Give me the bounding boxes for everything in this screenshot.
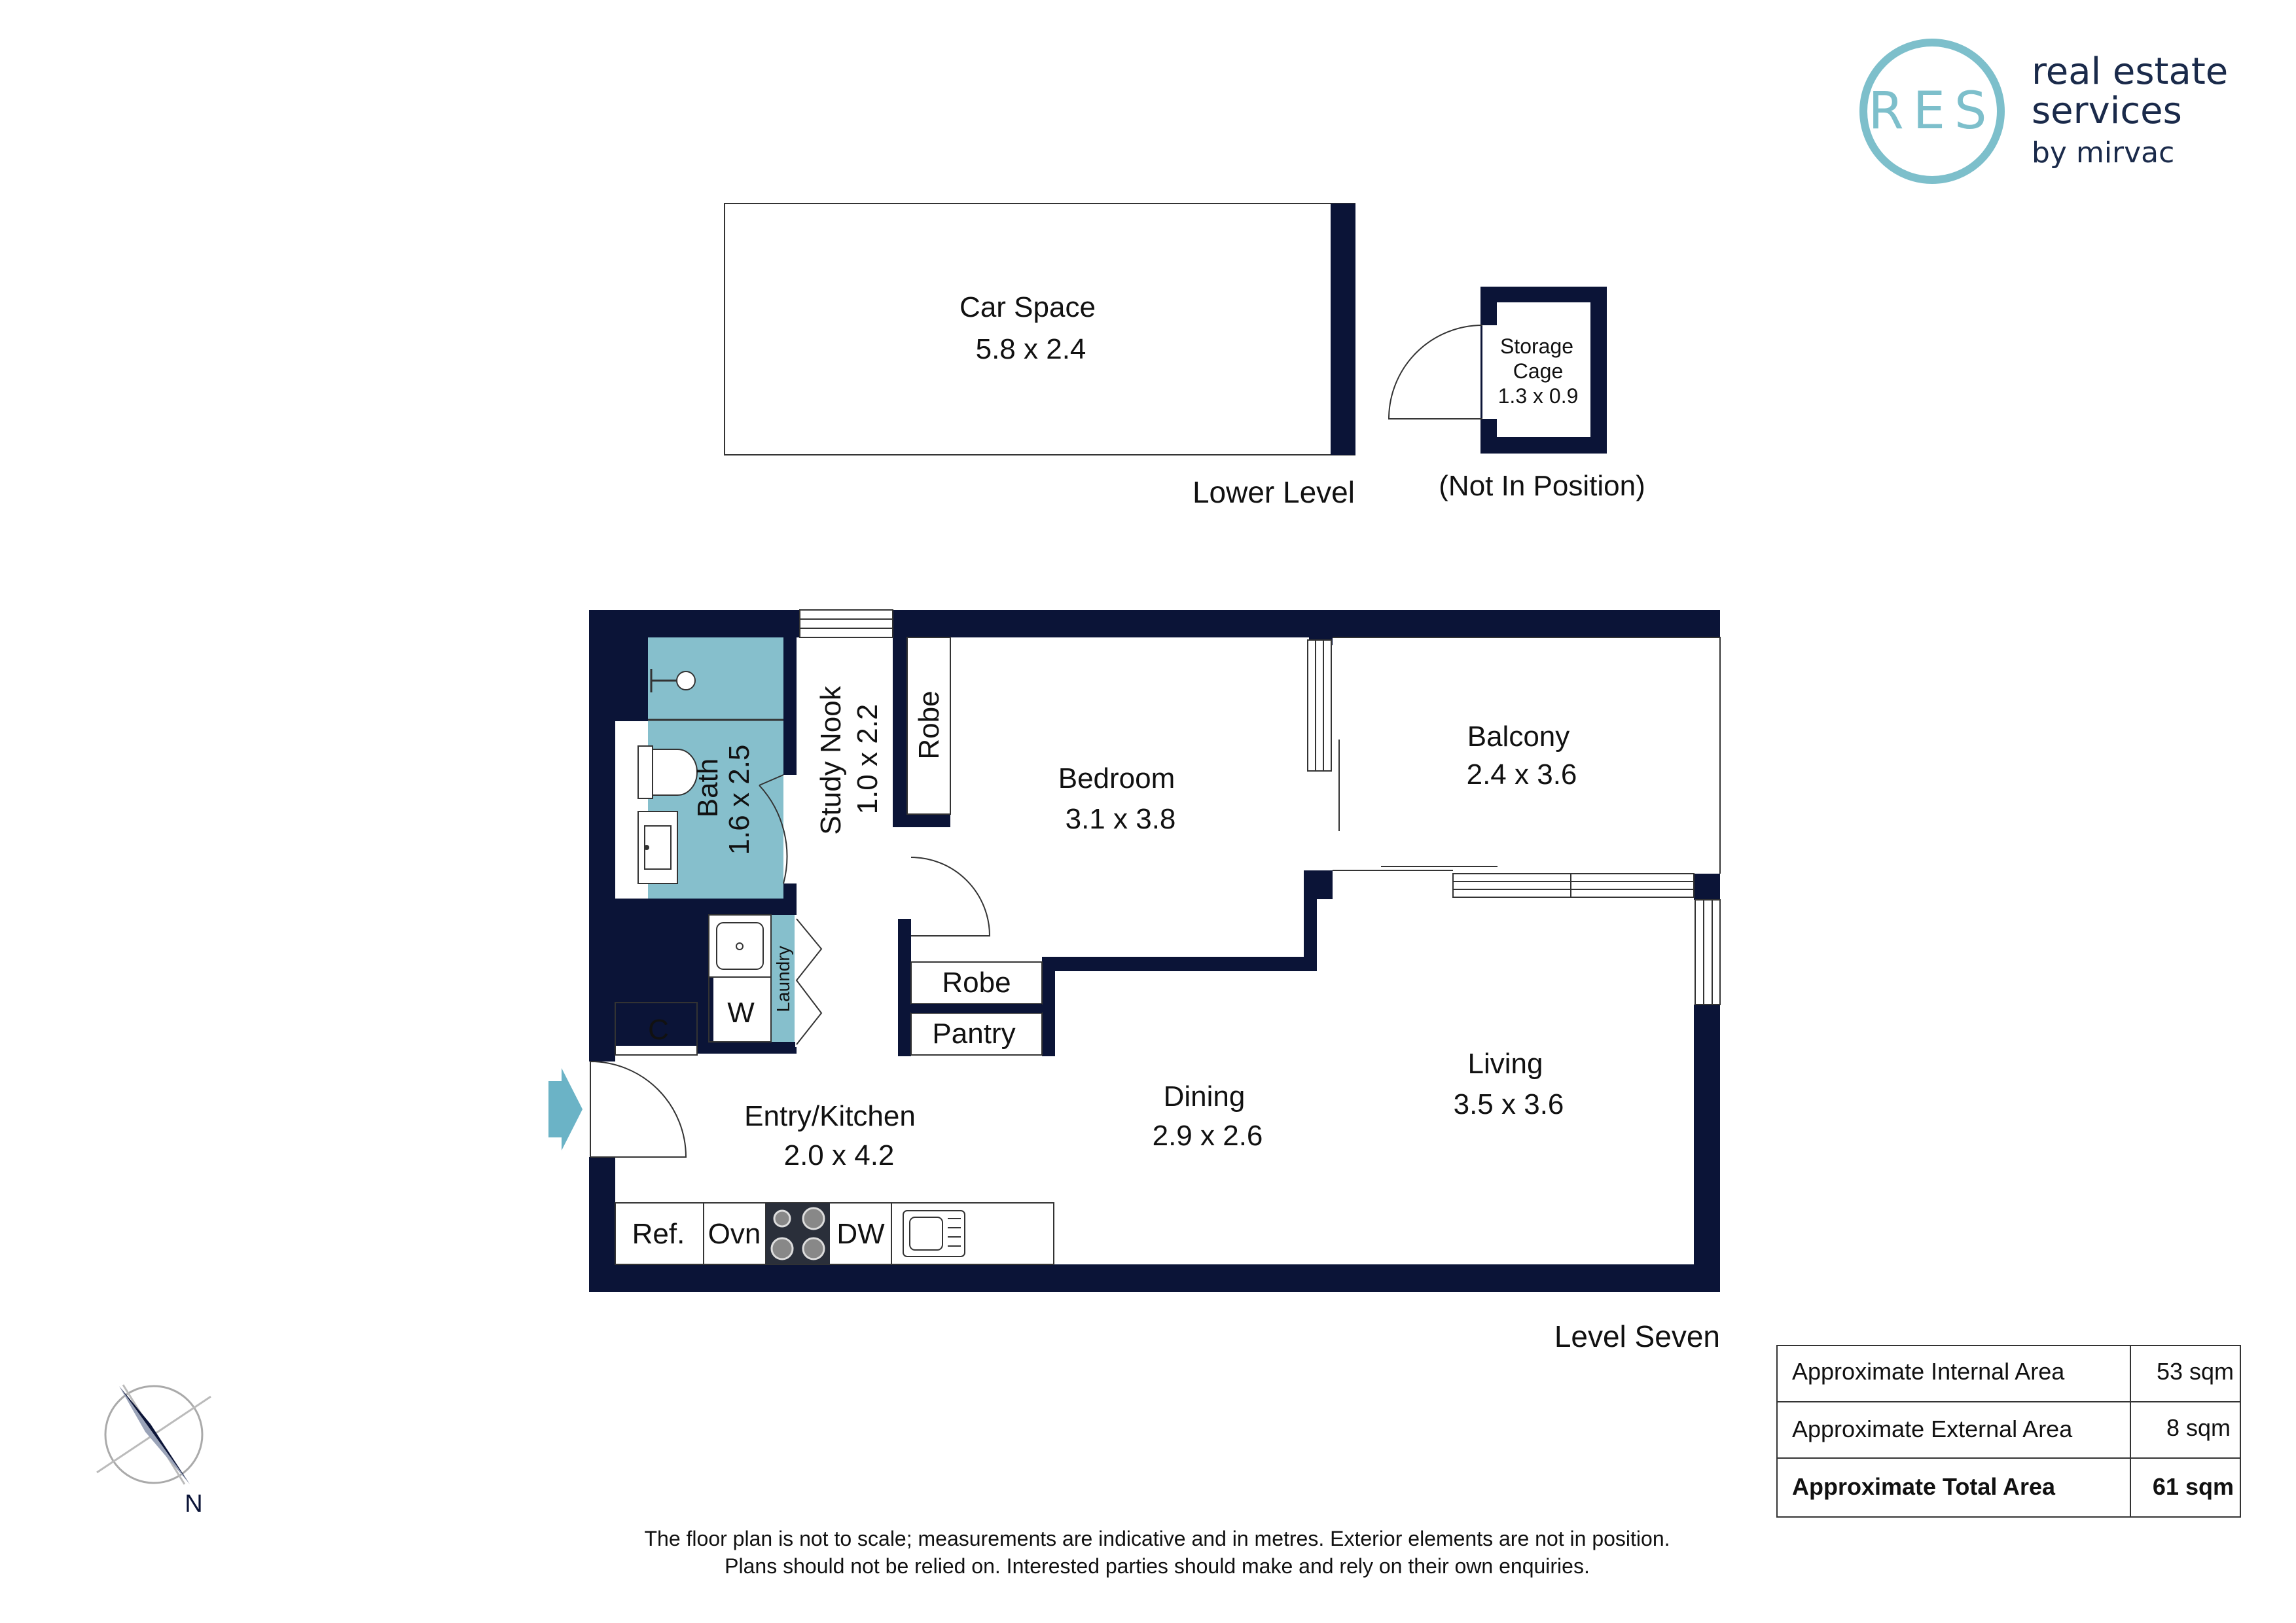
living-window <box>1695 899 1721 1005</box>
dining-name: Dining <box>1164 1080 1246 1113</box>
bath-door-swing <box>759 774 788 884</box>
dining-dims: 2.9 x 2.6 <box>1153 1120 1263 1152</box>
kitchen-bench <box>615 1202 1054 1265</box>
entry-door-swing <box>590 1061 687 1158</box>
compass-north-label: N <box>185 1490 202 1518</box>
disclaimer-line-1: The floor plan is not to scale; measurem… <box>645 1527 1670 1550</box>
car-space-dims: 5.8 x 2.4 <box>976 333 1086 365</box>
laundry-wet-area <box>771 915 795 1043</box>
lower-level: Car Space 5.8 x 2.4 Storage Cage 1.3 x 0… <box>724 203 1645 509</box>
living-dims: 3.5 x 3.6 <box>1454 1088 1564 1120</box>
balcony-dims: 2.4 x 3.6 <box>1467 758 1577 791</box>
storage-position-note: (Not In Position) <box>1439 470 1645 502</box>
laundry-tub-icon <box>708 914 772 978</box>
pantry-label: Pantry <box>932 1018 1015 1050</box>
bedroom-door-swing <box>910 857 991 936</box>
washer-label: W <box>727 997 755 1029</box>
bath-fixtures <box>637 669 783 884</box>
car-space-wall <box>1331 204 1355 455</box>
area-external-value: 8 sqm <box>2166 1414 2231 1441</box>
storage-cage-wall <box>1480 287 1607 454</box>
bedroom-dims: 3.1 x 3.8 <box>1066 803 1176 835</box>
robe-mid-label: Robe <box>942 967 1011 999</box>
logo-line-3: by mirvac <box>2032 136 2174 169</box>
dishwasher-label: DW <box>836 1218 885 1250</box>
washer-box <box>708 976 772 1043</box>
toilet-icon <box>637 745 653 799</box>
robe-top-label: Robe <box>913 690 945 759</box>
storage-door-swing <box>1388 325 1483 419</box>
area-internal-label: Approximate Internal Area <box>1792 1358 2065 1385</box>
area-external-label: Approximate External Area <box>1792 1416 2073 1442</box>
laundry-bifold-doors <box>795 918 823 1045</box>
logo-line-1: real estate <box>2032 50 2228 93</box>
storage-name-line-2: Cage <box>1513 359 1564 383</box>
entry-kitchen-dims: 2.0 x 4.2 <box>784 1139 895 1171</box>
bath-name: Bath <box>692 758 724 818</box>
laundry-label: Laundry <box>773 946 793 1012</box>
compass: N <box>96 1384 211 1518</box>
fridge-label: Ref. <box>632 1218 685 1250</box>
car-space-outline <box>724 203 1355 455</box>
level-seven-label: Level Seven <box>1554 1319 1720 1353</box>
study-dims: 1.0 x 2.2 <box>852 704 884 815</box>
balcony-outline <box>1333 637 1721 874</box>
area-total-value: 61 sqm <box>2153 1473 2234 1500</box>
cupboard-box <box>615 1002 698 1056</box>
entry-arrow-icon <box>548 1068 583 1150</box>
area-table: Approximate Internal Area 53 sqm Approxi… <box>1776 1345 2241 1518</box>
compass-ring <box>104 1385 204 1484</box>
area-total-label: Approximate Total Area <box>1792 1473 2056 1500</box>
balcony-door-bedroom <box>1307 639 1332 772</box>
area-internal-value: 53 sqm <box>2157 1358 2234 1385</box>
robe-top-cupboard <box>906 637 951 815</box>
lower-level-label: Lower Level <box>1193 475 1355 509</box>
living-name: Living <box>1468 1048 1543 1080</box>
res-logo: RES real estate services by mirvac <box>1859 39 2228 184</box>
logo-ring <box>1859 39 2005 184</box>
balcony-name: Balcony <box>1467 721 1570 753</box>
shower-head-icon <box>676 671 696 690</box>
storage-name-line-1: Storage <box>1500 334 1573 358</box>
logo-line-2: services <box>2032 90 2182 132</box>
cupboard-label: C <box>648 1014 669 1046</box>
bath-dims: 1.6 x 2.5 <box>723 745 755 855</box>
study-name: Study Nook <box>815 685 847 834</box>
logo-letters: RES <box>1869 82 1996 141</box>
level-seven: Bath 1.6 x 2.5 Study Nook 1.0 x 2.2 Robe… <box>548 609 1721 1353</box>
entry-kitchen-name: Entry/Kitchen <box>744 1100 916 1132</box>
windows <box>799 609 1721 1005</box>
bedroom-name: Bedroom <box>1058 762 1175 794</box>
oven-label: Ovn <box>708 1218 761 1250</box>
disclaimer-line-2: Plans should not be relied on. Intereste… <box>725 1554 1590 1578</box>
car-space-name: Car Space <box>960 291 1096 323</box>
sink-icon <box>903 1210 965 1257</box>
balcony-door-living <box>1452 873 1695 898</box>
storage-dims: 1.3 x 0.9 <box>1498 384 1579 408</box>
study-window <box>799 609 893 638</box>
